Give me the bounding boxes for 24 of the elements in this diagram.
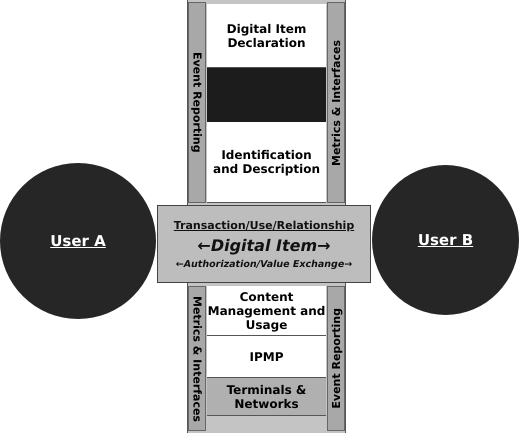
- side-strip: [327, 286, 345, 431]
- layer-label: Digital Item Declaration: [226, 22, 308, 50]
- layer-box: [207, 122, 326, 203]
- strip-label: Metrics & Interfaces: [190, 296, 204, 422]
- band-text: ←Authorization/Value Exchange→: [176, 258, 352, 270]
- side-strip: [188, 286, 206, 431]
- side-strip: [327, 2, 345, 203]
- side-strip: [188, 2, 206, 203]
- layer-box: [207, 336, 326, 378]
- band-text: Transaction/Use/Relationship: [174, 218, 354, 232]
- user-label: User B: [418, 231, 474, 249]
- layer-label: Identification and Description: [212, 148, 322, 176]
- exchange-band: [157, 205, 371, 283]
- layer-box: [207, 68, 326, 122]
- user-label: User A: [50, 232, 106, 250]
- strip-label: Event Reporting: [330, 308, 342, 409]
- layer-label: Terminals & Networks: [226, 382, 308, 410]
- layer-box: [207, 4, 326, 68]
- layer-label: Content Management and Usage: [207, 290, 326, 332]
- strip-label: Event Reporting: [190, 52, 204, 153]
- strip-label: Metrics & Interfaces: [330, 40, 342, 166]
- layer-label: IPMP: [250, 350, 284, 364]
- layer-box: [207, 378, 326, 416]
- band-text: ←Digital Item→: [197, 236, 331, 254]
